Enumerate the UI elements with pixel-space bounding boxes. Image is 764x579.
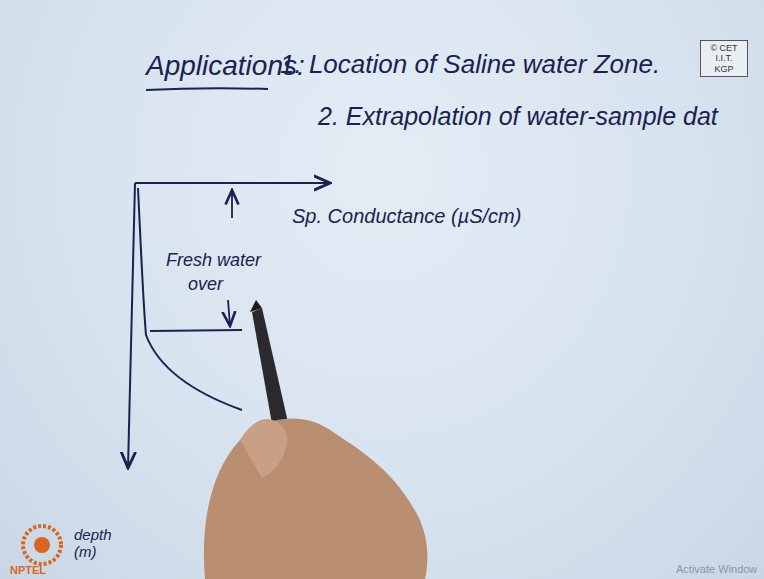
copyright-text: © CET I.I.T. KGP bbox=[705, 43, 743, 74]
axis-label: Sp. Conductance (µS/cm) bbox=[292, 205, 521, 228]
application-item: 2. Extrapolation of water-sample dat bbox=[318, 102, 718, 131]
logo-core bbox=[34, 537, 50, 553]
axis-label: depth (m) bbox=[74, 526, 126, 561]
depth-axis bbox=[128, 183, 135, 468]
interface-pointer-arrow bbox=[228, 300, 230, 326]
finger bbox=[240, 419, 287, 478]
application-item: 1. Location of Saline water Zone. bbox=[280, 50, 660, 80]
hand bbox=[204, 419, 428, 579]
title-underline bbox=[146, 88, 268, 90]
conductance-curve bbox=[138, 188, 242, 410]
watermark: Activate Window bbox=[676, 563, 757, 576]
axis-pointer-arrow bbox=[231, 190, 233, 218]
copyright-box: © CET I.I.T. KGP bbox=[700, 40, 748, 77]
conductance-axis bbox=[135, 182, 330, 184]
interface-line bbox=[150, 330, 242, 331]
logo-ring bbox=[23, 526, 61, 564]
zone-label: over bbox=[188, 274, 223, 295]
logo-text: NPTEL bbox=[10, 564, 46, 577]
pen-tip bbox=[250, 300, 262, 312]
zone-label: Fresh water bbox=[166, 250, 261, 271]
